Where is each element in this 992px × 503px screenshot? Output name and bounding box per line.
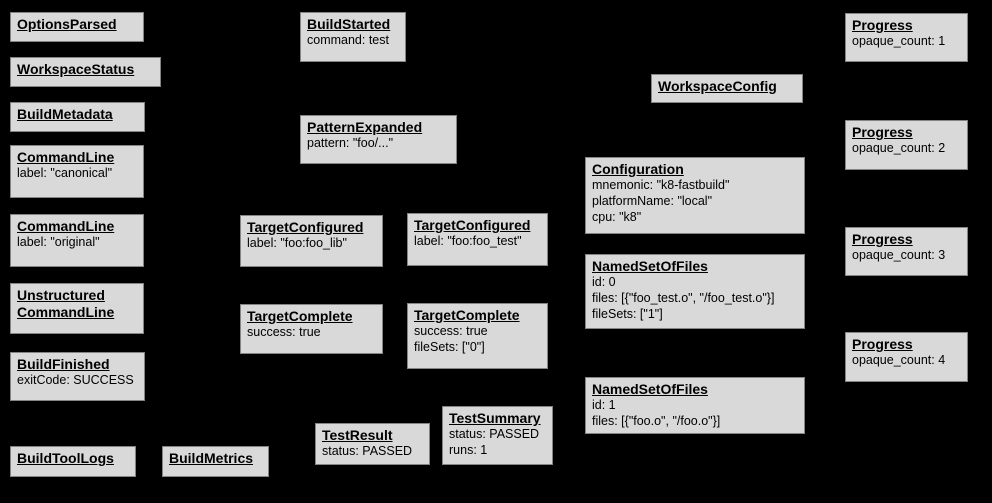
event-node-field: files: [{"foo_test.o", "/foo_test.o"}] (592, 291, 775, 306)
event-node-field: platformName: "local" (592, 194, 713, 209)
event-node-field: status: PASSED (322, 444, 413, 459)
event-node-title: CommandLine (17, 149, 115, 165)
event-node-title: Progress (852, 231, 913, 247)
event-node-title: BuildMetadata (17, 106, 113, 122)
event-node-title: BuildMetrics (169, 450, 254, 466)
event-node-title: Unstructured CommandLine (17, 287, 115, 321)
event-node-title: BuildStarted (307, 16, 391, 32)
event-node-title: TestSummary (449, 410, 541, 426)
event-node-title: Progress (852, 17, 913, 33)
event-node-field: command: test (307, 33, 389, 48)
event-node-field: opaque_count: 1 (852, 34, 946, 49)
event-node-title: TargetComplete (414, 307, 520, 323)
event-node-field: label: "original" (17, 235, 100, 250)
event-node-title: WorkspaceStatus (17, 61, 135, 77)
event-node-title: TestResult (322, 427, 393, 443)
event-node-workspace-status: WorkspaceStatus (10, 57, 161, 87)
event-node-field: id: 1 (592, 398, 616, 413)
event-node-title: Progress (852, 124, 913, 140)
event-node-unstructured-command-line: Unstructured CommandLine (10, 283, 144, 334)
event-node-title: OptionsParsed (17, 16, 117, 32)
event-node-field: mnemonic: "k8-fastbuild" (592, 178, 730, 193)
event-node-field: runs: 1 (449, 443, 488, 458)
event-node-field: success: true (414, 324, 488, 339)
event-node-field: exitCode: SUCCESS (17, 373, 134, 388)
event-node-field: cpu: "k8" (592, 209, 642, 224)
event-node-title: Configuration (592, 161, 684, 177)
event-node-field: fileSets: ["0"] (414, 340, 485, 355)
event-node-field: opaque_count: 2 (852, 141, 946, 156)
event-node-field: label: "foo:foo_lib" (247, 236, 347, 251)
event-node-title: TargetConfigured (414, 217, 531, 233)
event-node-options-parsed: OptionsParsed (10, 12, 144, 42)
event-node-title: CommandLine (17, 218, 115, 234)
event-node-title: Progress (852, 336, 913, 352)
event-node-field: opaque_count: 3 (852, 248, 946, 263)
event-node-title: NamedSetOfFiles (592, 258, 708, 274)
event-node-title: WorkspaceConfig (658, 78, 777, 94)
event-node-title: BuildFinished (17, 356, 110, 372)
event-node-title: TargetConfigured (247, 219, 364, 235)
event-node-title: BuildToolLogs (17, 450, 114, 466)
event-node-field: success: true (247, 325, 321, 340)
event-node-title: TargetComplete (247, 308, 353, 324)
event-node-field: pattern: "foo/..." (307, 136, 394, 151)
event-node-title: PatternExpanded (307, 119, 423, 135)
event-node-field: label: "foo:foo_test" (414, 234, 522, 249)
event-node-field: label: "canonical" (17, 166, 113, 181)
event-node-field: files: [{"foo.o", "/foo.o"}] (592, 414, 721, 429)
event-node-field: opaque_count: 4 (852, 353, 946, 368)
event-node-build-metadata: BuildMetadata (10, 102, 145, 132)
event-node-workspace-config: WorkspaceConfig (651, 74, 803, 103)
event-node-field: fileSets: ["1"] (592, 306, 663, 321)
event-node-build-metrics: BuildMetrics (162, 446, 269, 477)
event-node-field: id: 0 (592, 275, 616, 290)
event-node-title: NamedSetOfFiles (592, 381, 708, 397)
event-node-build-tool-logs: BuildToolLogs (10, 446, 136, 477)
event-node-field: status: PASSED (449, 427, 540, 442)
